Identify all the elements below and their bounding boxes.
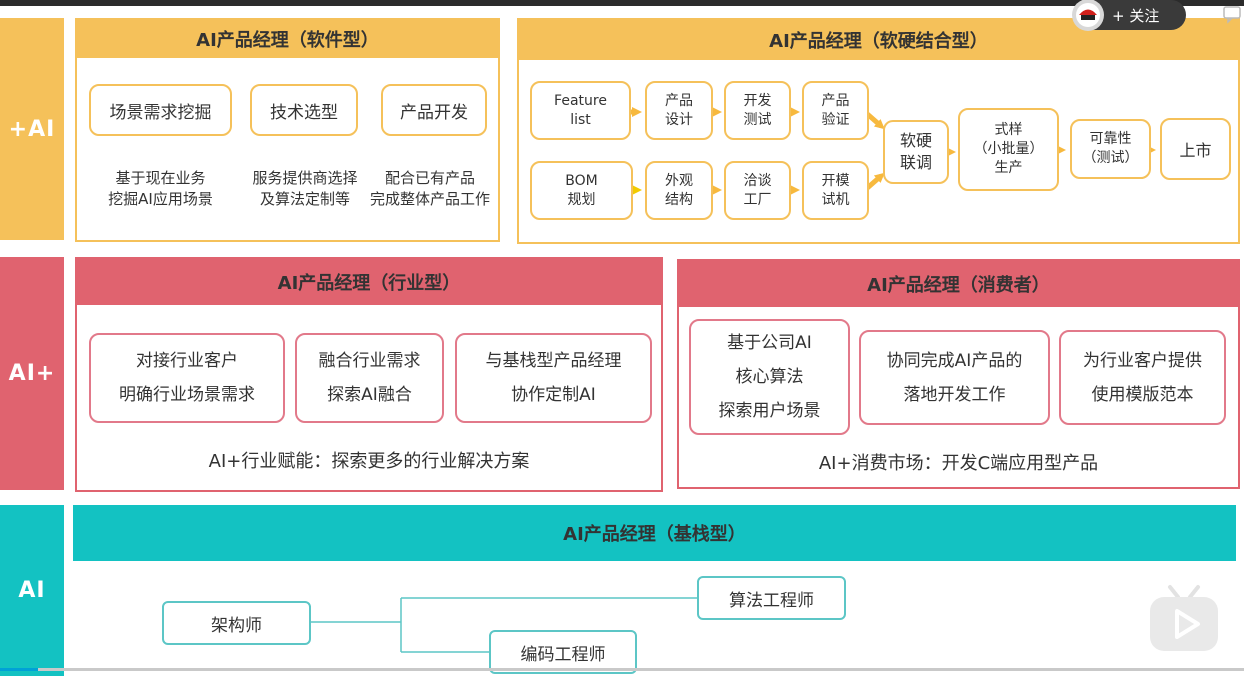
product-dev-box: 产品开发 (381, 84, 487, 136)
box-line: 式样 (994, 122, 1023, 138)
stack-pm-panel: AI产品经理（基栈型） 架构师 算法工程师 编码工程师 (73, 505, 1236, 676)
coding-engineer-box: 编码工程师 (489, 630, 637, 674)
box-line: list (570, 111, 591, 128)
box-line: 洽谈 (743, 172, 772, 189)
layer-text: AI+ (8, 361, 56, 386)
reliability-test-box: 可靠性 （测试） (1070, 119, 1151, 179)
architect-box: 架构师 (162, 601, 311, 645)
follow-label: + 关注 (1112, 6, 1160, 25)
layer-label-ai-plus: AI+ (0, 257, 64, 490)
box-line: 探索用户场景 (718, 401, 821, 421)
desc-line: 配合已有产品 (384, 169, 475, 187)
co-develop-box: 协同完成AI产品的落地开发工作 (859, 330, 1050, 425)
stack-collab-box: 与基栈型产品经理协作定制AI (455, 333, 652, 423)
box-line: 探索AI融合 (327, 385, 412, 405)
layer-text: +AI (8, 116, 56, 142)
industry-client-box: 对接行业客户明确行业场景需求 (89, 333, 285, 423)
org-connectors (311, 597, 697, 653)
desc-line: 基于现在业务 (115, 169, 206, 187)
avatar-icon (1076, 3, 1100, 27)
panel-title: AI产品经理（基栈型） (73, 505, 1236, 561)
desc-line: 服务提供商选择 (252, 169, 358, 187)
bom-plan-box: BOM 规划 (530, 161, 633, 220)
panel-title: AI产品经理（消费者） (679, 261, 1238, 307)
box-line: 试机 (821, 191, 850, 208)
box-line: 为行业客户提供 (1083, 350, 1202, 371)
box-line: 工厂 (743, 191, 772, 208)
dev-test-box: 开发测试 (724, 81, 791, 140)
box-line: 结构 (665, 191, 693, 208)
box-line: 开模 (821, 172, 850, 189)
product-design-box: 产品设计 (645, 81, 713, 140)
launch-box: 上市 (1160, 118, 1231, 180)
industry-fusion-box: 融合行业需求探索AI融合 (295, 333, 444, 423)
box-line: 协作定制AI (511, 385, 596, 405)
box-line: 协同完成AI产品的 (886, 350, 1023, 371)
layer-label-plus-ai: +AI (0, 18, 64, 240)
appearance-structure-box: 外观结构 (645, 161, 713, 220)
box-line: 明确行业场景需求 (119, 385, 255, 405)
box-line: 验证 (821, 111, 850, 128)
box-line: （测试） (1082, 150, 1139, 166)
industry-pm-panel: AI产品经理（行业型） 对接行业客户明确行业场景需求 融合行业需求探索AI融合 … (75, 257, 663, 492)
tech-selection-box: 技术选型 (250, 84, 358, 136)
tech-selection-desc: 服务提供商选择及算法定制等 (235, 168, 375, 210)
scenario-mining-box: 场景需求挖掘 (89, 84, 232, 136)
box-line: 产品 (665, 92, 693, 109)
consumer-pm-panel: AI产品经理（消费者） 基于公司AI 核心算法探索用户场景 协同完成AI产品的落地… (677, 259, 1240, 489)
box-line: 联调 (899, 153, 932, 172)
algorithm-engineer-box: 算法工程师 (697, 576, 846, 620)
product-dev-desc: 配合已有产品完成整体产品工作 (360, 168, 500, 210)
box-line: BOM (565, 172, 598, 189)
box-line: 核心算法 (735, 367, 804, 387)
follow-button[interactable]: + 关注 (1072, 0, 1186, 31)
hw-sw-debug-box: 软硬联调 (883, 120, 949, 184)
comment-icon[interactable] (1222, 4, 1242, 24)
pilot-production-box: 式样 （小批量） 生产 (958, 108, 1059, 191)
feature-list-box: Feature list (530, 81, 631, 140)
progress-track[interactable] (0, 668, 1244, 671)
layer-label-ai: AI (0, 505, 64, 676)
scenario-mining-desc: 基于现在业务挖掘AI应用场景 (89, 168, 232, 210)
box-line: 设计 (665, 111, 693, 128)
box-line: 基于公司AI (727, 333, 812, 353)
video-top-bar (0, 0, 1244, 6)
product-verify-box: 产品验证 (802, 81, 869, 140)
box-line: 开发 (743, 92, 772, 109)
box-line: （小批量） (973, 141, 1044, 157)
desc-line: 及算法定制等 (259, 190, 350, 208)
box-line: 融合行业需求 (318, 351, 421, 371)
box-line: 使用模版范本 (1091, 384, 1194, 405)
box-line: 生产 (994, 160, 1023, 176)
box-line: 规划 (567, 191, 596, 208)
panel-title: AI产品经理（行业型） (77, 259, 661, 305)
box-line: 落地开发工作 (903, 384, 1006, 405)
factory-negotiation-box: 洽谈工厂 (724, 161, 791, 220)
box-line: 测试 (743, 111, 772, 128)
consumer-footer: AI+消费市场：开发C端应用型产品 (818, 453, 1099, 474)
box-line: 产品 (821, 92, 850, 109)
panel-title: AI产品经理（软件型） (77, 20, 498, 58)
mold-trial-box: 开模试机 (802, 161, 869, 220)
desc-line: 完成整体产品工作 (369, 190, 490, 208)
box-line: 外观 (665, 172, 693, 189)
layer-text: AI (18, 578, 46, 603)
template-box: 为行业客户提供使用模版范本 (1059, 330, 1226, 425)
core-algorithm-box: 基于公司AI 核心算法探索用户场景 (689, 319, 850, 435)
tv-logo-icon (1146, 583, 1222, 655)
software-pm-panel: AI产品经理（软件型） 场景需求挖掘 技术选型 产品开发 基于现在业务挖掘AI应… (75, 18, 500, 242)
box-line: 软硬 (899, 131, 932, 150)
box-line: 对接行业客户 (136, 351, 238, 371)
desc-line: 挖掘AI应用场景 (108, 190, 213, 208)
box-line: 与基栈型产品经理 (485, 351, 622, 371)
progress-fill (0, 668, 38, 671)
channel-avatar (1072, 0, 1104, 31)
industry-footer: AI+行业赋能：探索更多的行业解决方案 (208, 451, 530, 472)
box-line: Feature (554, 92, 607, 109)
box-line: 可靠性 (1089, 131, 1132, 147)
